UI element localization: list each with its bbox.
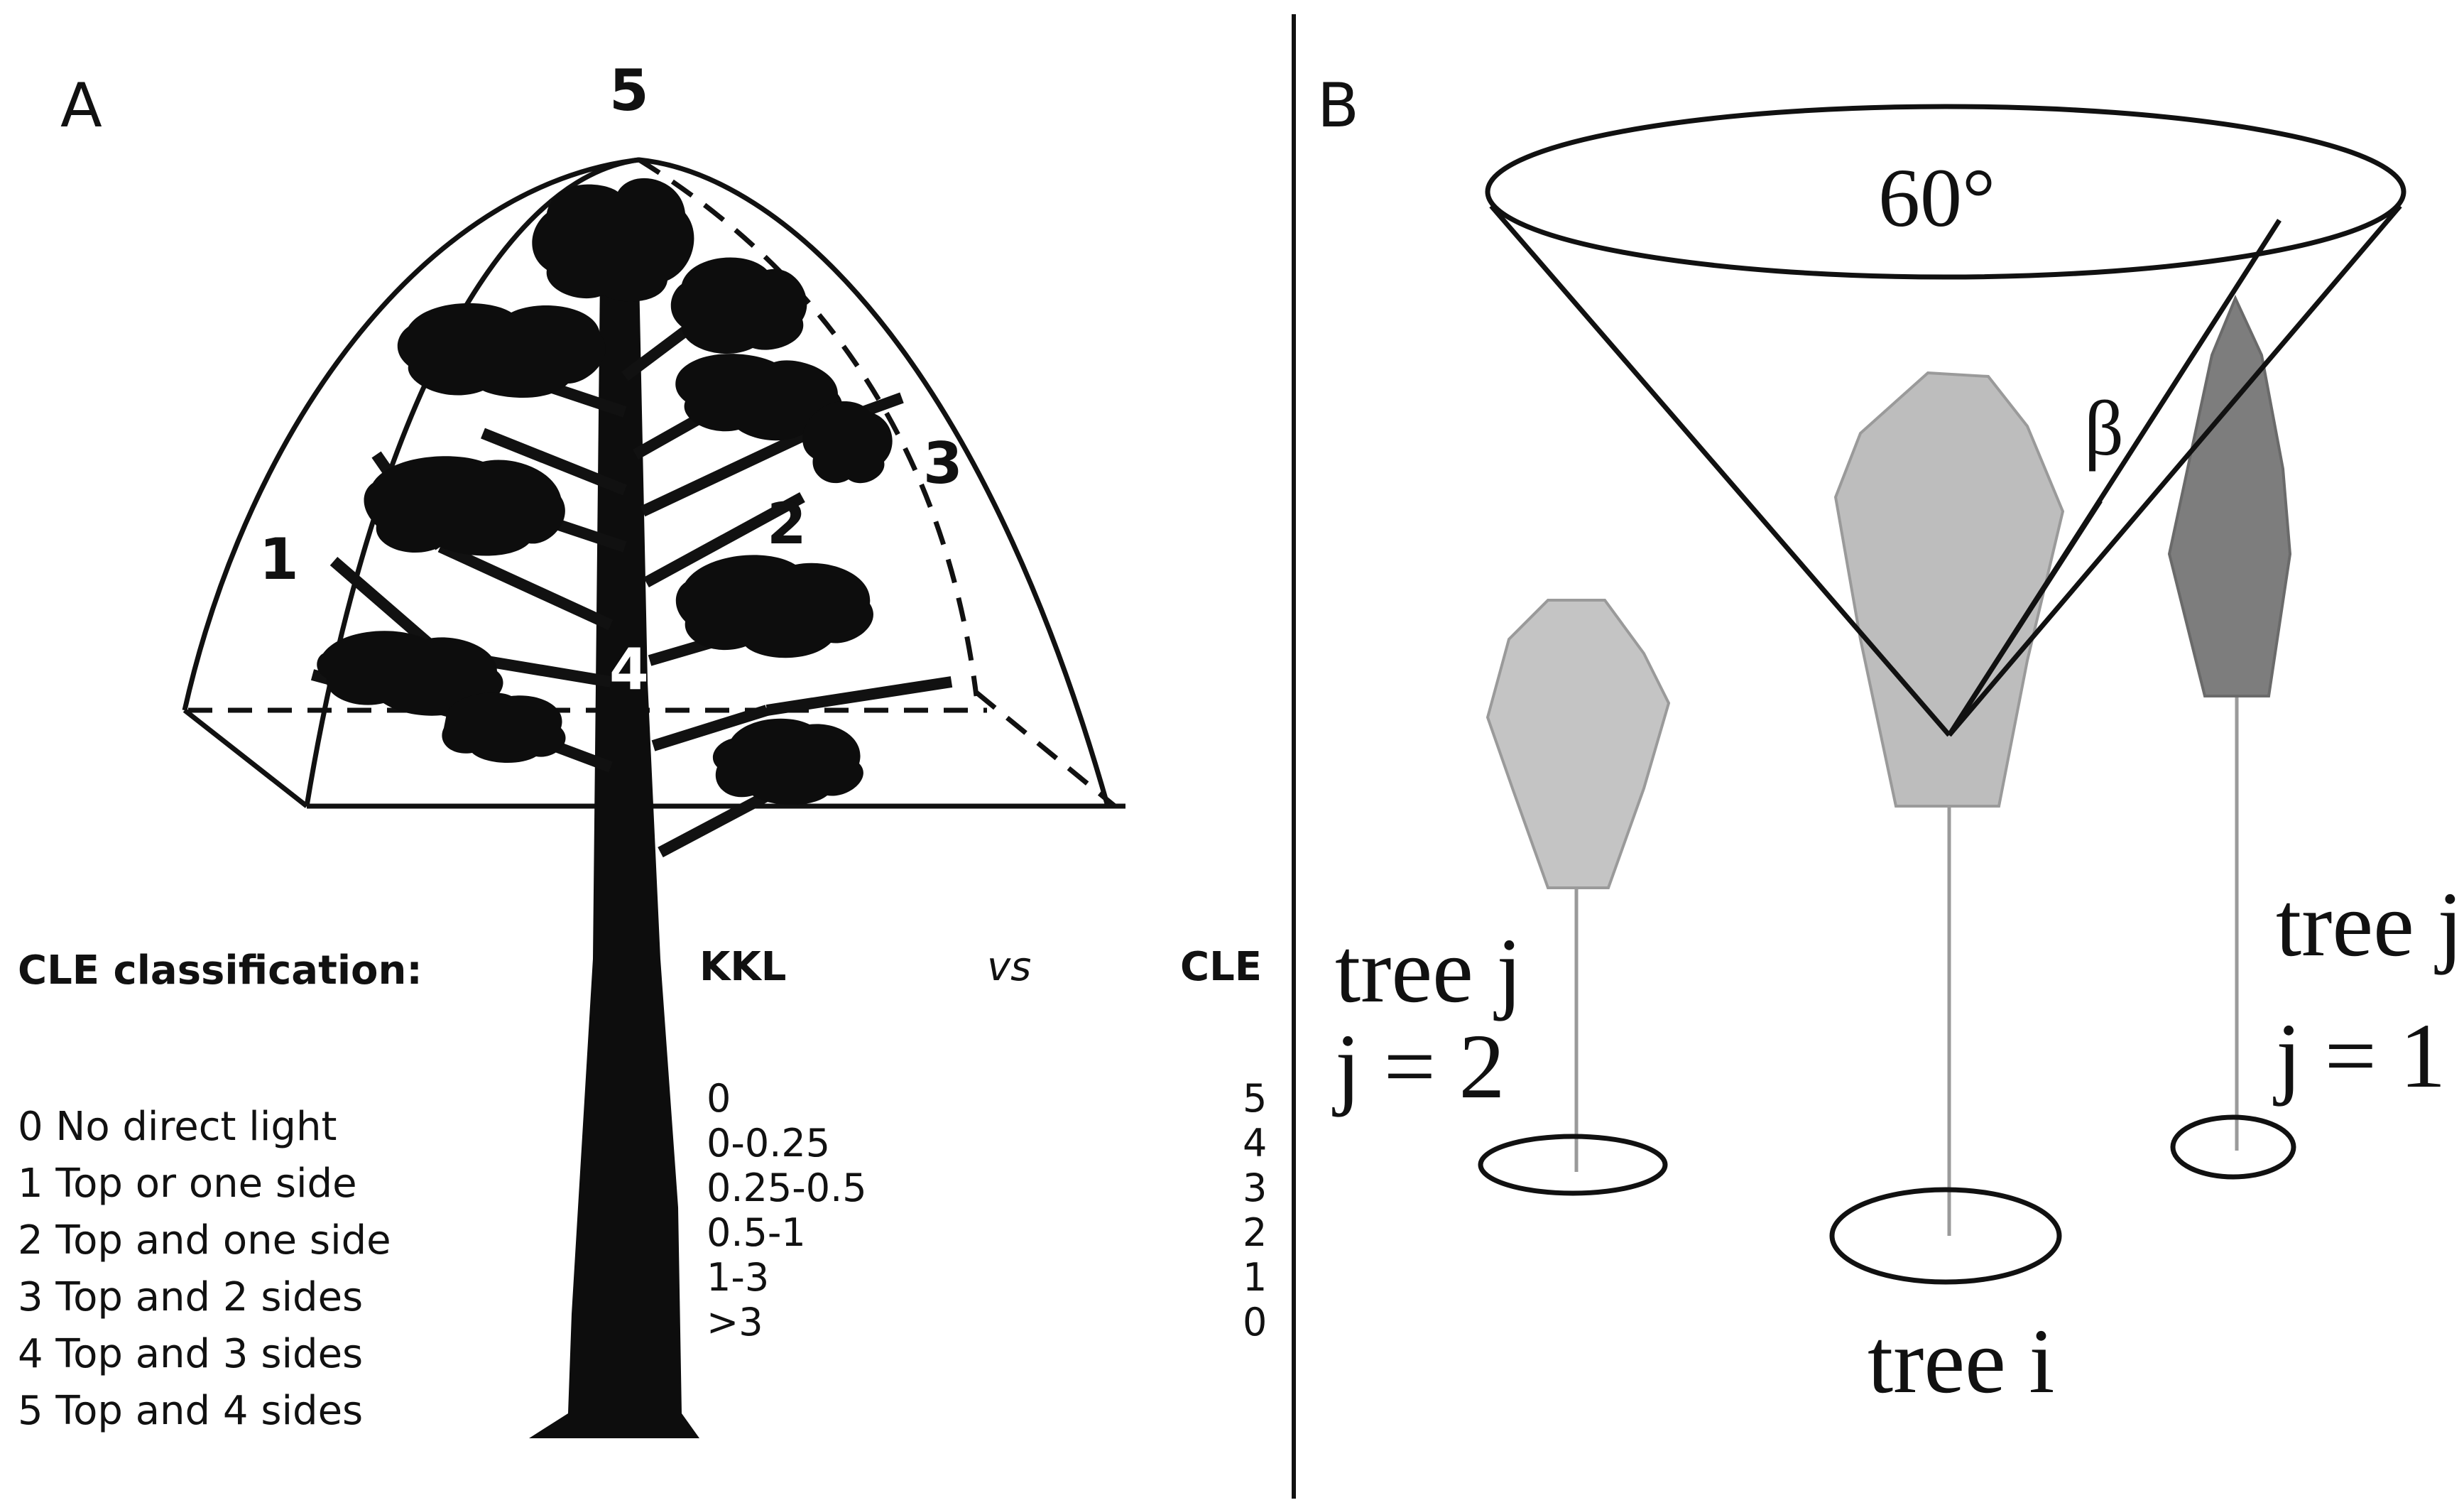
cle-value-0: 5 [1243, 1076, 1267, 1121]
legend-title: CLE classification: [18, 947, 423, 994]
kkl-value-3: 0.5-1 [707, 1210, 806, 1255]
cle-class-5: 5 Top and 4 sides [18, 1388, 363, 1434]
kkl-value-5: >3 [707, 1300, 763, 1345]
tree-j1-label-line2: j = 1 [2273, 1005, 2446, 1107]
kkl-value-2: 0.25-0.5 [707, 1166, 867, 1210]
tree-i-label: tree i [1868, 1310, 2054, 1413]
cle-value-3: 2 [1243, 1210, 1267, 1255]
cle-value-5: 0 [1243, 1300, 1267, 1345]
kkl-value-4: 1-3 [707, 1255, 769, 1300]
tree-silhouette [310, 178, 953, 1438]
zone-label-3: 3 [923, 430, 963, 496]
cle-value-2: 3 [1243, 1166, 1267, 1210]
cle-class-1: 1 Top or one side [18, 1161, 357, 1207]
cle-class-0: 0 No direct light [18, 1104, 337, 1150]
crown-tree-j1 [2167, 295, 2292, 697]
tree-i [1829, 371, 2065, 1285]
cle-class-4: 4 Top and 3 sides [18, 1331, 363, 1377]
kkl-value-0: 0 [707, 1076, 731, 1121]
vs-label: vs [987, 944, 1031, 990]
kkl-value-1: 0-0.25 [707, 1121, 830, 1166]
stem-footprint-i [1829, 1187, 2062, 1285]
panel-a-label: A [60, 70, 102, 141]
tree-j2-label-line2: j = 2 [1332, 1016, 1505, 1118]
cle-value-4: 1 [1243, 1255, 1267, 1300]
panel-a: A [18, 58, 1267, 1438]
stem-footprint-j2 [1478, 1134, 1668, 1196]
cone-angle-label: 60° [1878, 151, 1995, 244]
tree-j1 [2167, 295, 2296, 1180]
tree-j2-label-line1: tree j [1335, 920, 1522, 1022]
cle-header: CLE [1180, 944, 1262, 990]
zone-label-4: 4 [609, 636, 649, 702]
cle-class-3: 3 Top and 2 sides [18, 1274, 363, 1320]
cle-value-1: 4 [1243, 1121, 1267, 1166]
crown-tree-j2 [1486, 599, 1671, 889]
crown-tree-i [1833, 371, 2065, 808]
beta-angle-label: β [2084, 385, 2124, 472]
stem-footprint-j1 [2170, 1114, 2296, 1180]
zone-label-5: 5 [609, 58, 649, 124]
tree-j2 [1478, 599, 1671, 1196]
tree-j1-label-line1: tree j [2276, 874, 2463, 976]
zone-label-2: 2 [767, 491, 807, 557]
panel-b-label: B [1317, 70, 1359, 141]
view-cone [1485, 104, 2406, 737]
zone-label-1: 1 [259, 526, 299, 592]
cle-class-2: 2 Top and one side [18, 1217, 391, 1264]
kkl-header: KKL [699, 944, 786, 990]
panel-b: B 60° β tree j j = 2 [1317, 70, 2463, 1413]
